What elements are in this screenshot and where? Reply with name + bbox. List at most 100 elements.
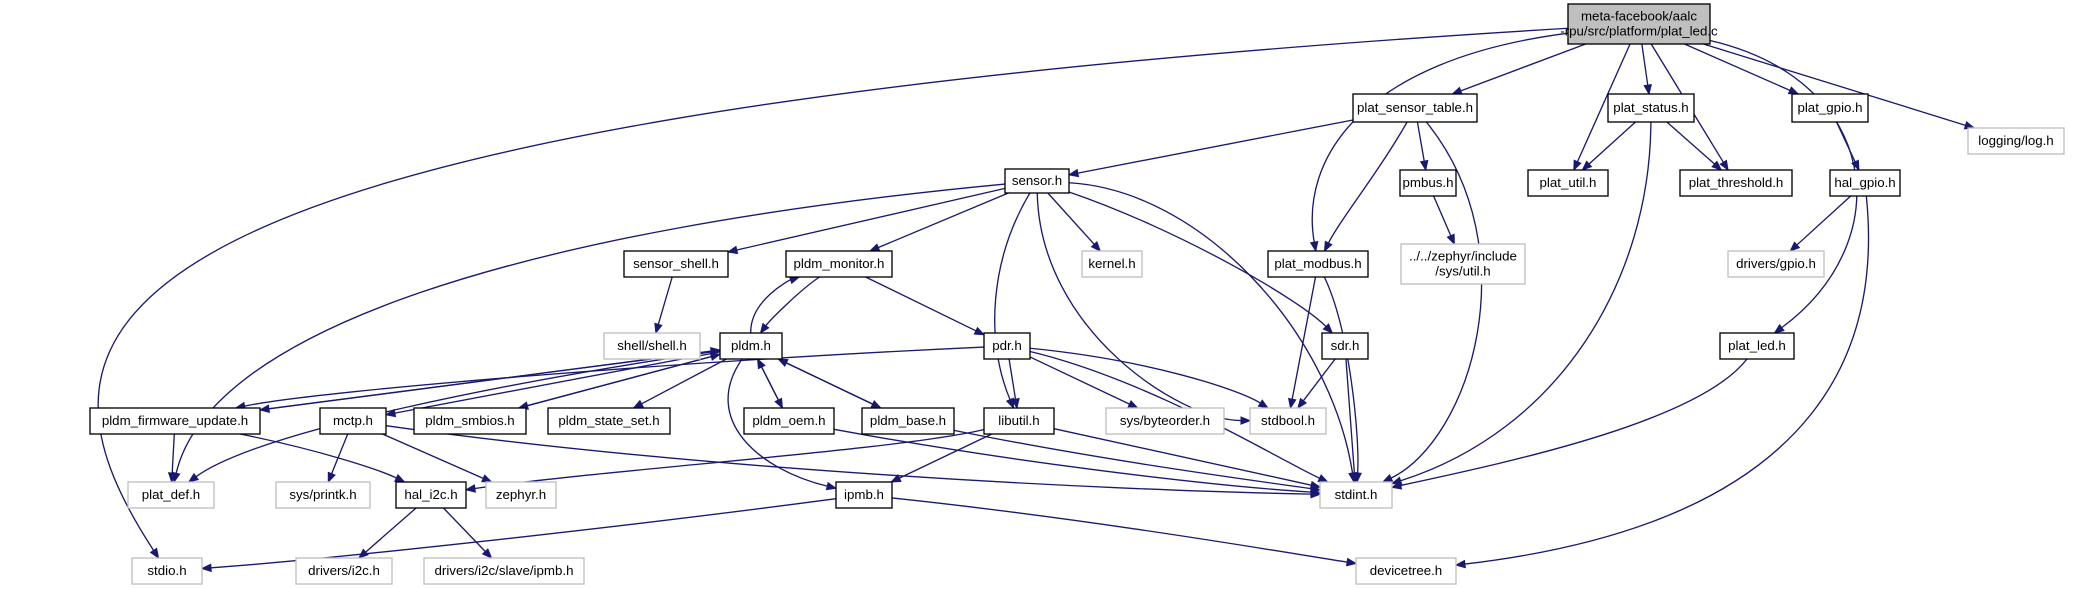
node-plat-threshold[interactable]: plat_threshold.h [1679, 169, 1793, 197]
arrowhead-mctp-to-stdint [1310, 489, 1322, 499]
edge-sensor_shell-to-shell_shell [657, 276, 673, 325]
edge-mctp-to-sys_printk [331, 433, 349, 474]
arrowhead-pdr-to-stdbool [1257, 399, 1270, 409]
node-root[interactable]: meta-facebook/aalc-rpu/src/platform/plat… [1560, 3, 1718, 45]
node-pldm-smbios[interactable]: pldm_smbios.h [413, 407, 527, 435]
arrowhead-root-to-stdio [149, 547, 160, 560]
edge-plat_sensor_table-to-pmbus [1416, 121, 1425, 162]
node-hal-gpio[interactable]: hal_gpio.h [1829, 169, 1901, 197]
node-plat-gpio[interactable]: plat_gpio.h [1791, 93, 1869, 123]
edge-pldm-to-pldm_monitor [750, 279, 791, 334]
arrowhead-root-to-plat_sensor_table [1451, 86, 1463, 95]
node-pldm-firmware-update[interactable]: pldm_firmware_update.h [89, 407, 261, 435]
node-sensor-shell[interactable]: sensor_shell.h [623, 250, 729, 278]
node-pldm-monitor[interactable]: pldm_monitor.h [785, 250, 893, 278]
node-box [423, 557, 585, 585]
arrowhead-root-to-plat_gpio [1787, 86, 1800, 95]
arrowhead-plat_modbus-to-stdint [1353, 472, 1362, 484]
node-box [743, 407, 835, 435]
edge-pdr-to-pldm_firmware_update [244, 346, 985, 407]
arrowhead-root-to-plat_led [1773, 323, 1785, 334]
node-sensor[interactable]: sensor.h [1004, 168, 1070, 194]
edge-pldm_oem-to-stdint [833, 428, 1312, 493]
arrowhead-plat_sensor_table-to-pmbus [1419, 159, 1429, 172]
node-label: hal_gpio.h [1834, 175, 1895, 190]
node-label: plat_util.h [1540, 175, 1597, 190]
node-pldm[interactable]: pldm.h [719, 332, 783, 360]
node-label: shell/shell.h [617, 338, 686, 353]
node-pldm-oem[interactable]: pldm_oem.h [743, 407, 835, 435]
node-label: /sys/util.h [1435, 264, 1490, 279]
node-box [89, 407, 261, 435]
node-box [785, 250, 893, 278]
edge-libutil-to-hal_i2c [474, 428, 985, 490]
node-stdint: stdint.h [1319, 481, 1393, 509]
edge-libutil-to-stdint [1053, 428, 1312, 486]
arrowhead-pdr-to-sys_byteorder [1127, 400, 1139, 409]
node-label: ../../zephyr/include [1409, 249, 1517, 264]
arrowhead-pldm_base-to-pldm [776, 358, 789, 368]
arrowhead-plat_sensor_table-to-stdint [1381, 473, 1394, 483]
edge-root-to-plat_util [1576, 43, 1631, 163]
node-plat-led[interactable]: plat_led.h [1719, 332, 1795, 360]
edge-plat_modbus-to-stdbool [1291, 276, 1317, 400]
node-label: ipmb.h [844, 487, 884, 502]
arrowhead-hal_gpio-to-drivers_gpio [1789, 241, 1801, 252]
node-box [131, 557, 203, 585]
edge-sensor-to-sensor_shell [736, 187, 1006, 251]
node-mctp[interactable]: mctp.h [319, 407, 387, 435]
node-zephyr-sys-util: ../../zephyr/include/sys/util.h [1400, 243, 1526, 285]
edge-pldm_monitor-to-pdr [865, 276, 977, 332]
edge-ipmb-to-stdio [210, 498, 837, 569]
node-label: sensor.h [1012, 173, 1062, 188]
edge-pdr-to-sys_byteorder [1029, 356, 1130, 405]
edge-plat_sensor_table-to-stdint [1390, 121, 1483, 479]
node-plat-modbus[interactable]: plat_modbus.h [1267, 250, 1369, 278]
node-label: pldm_smbios.h [425, 413, 514, 428]
arrowhead-sensor_shell-to-shell_shell [654, 322, 663, 335]
edge-hal_i2c-to-drivers_i2c [365, 507, 417, 553]
node-label: pldm_firmware_update.h [102, 413, 248, 428]
arrowhead-root-to-plat_status [1643, 83, 1652, 96]
edge-plat_sensor_table-to-plat_modbus [1327, 121, 1408, 244]
arrowhead-hal_gpio-to-devicetree [1454, 559, 1466, 569]
edge-plat_status-to-plat_util [1588, 121, 1636, 165]
arrowhead-hal_i2c-to-drivers_i2c_slave_ipmb [481, 548, 493, 559]
edge-hal_gpio-to-devicetree [1464, 195, 1870, 565]
edge-pmbus-to-zephyr_sys_util [1433, 195, 1452, 237]
node-label: mctp.h [333, 413, 373, 428]
edge-pldm-to-mctp [394, 351, 721, 414]
edge-sensor-to-kernel [1047, 192, 1095, 245]
node-pdr[interactable]: pdr.h [983, 332, 1031, 360]
node-box [1249, 407, 1327, 435]
node-plat-status[interactable]: plat_status.h [1607, 93, 1695, 123]
node-pmbus[interactable]: pmbus.h [1399, 169, 1457, 197]
node-pldm-base[interactable]: pldm_base.h [861, 407, 955, 435]
node-box [319, 407, 387, 435]
arrowhead-pdr-to-stdint [1317, 474, 1329, 483]
edge-hal_i2c-to-drivers_i2c_slave_ipmb [443, 507, 486, 552]
node-ipmb[interactable]: ipmb.h [835, 481, 893, 509]
edge-pdr-to-stdbool [1029, 347, 1261, 404]
node-sdr[interactable]: sdr.h [1321, 332, 1369, 360]
edge-sdr-to-stdint [1345, 358, 1356, 474]
arrowhead-libutil-to-ipmb [890, 473, 902, 483]
node-zephyr: zephyr.h [485, 481, 557, 509]
node-box [1719, 332, 1795, 360]
node-label: libutil.h [998, 413, 1039, 428]
node-libutil[interactable]: libutil.h [983, 407, 1055, 435]
node-label: -rpu/src/platform/plat_led.c [1560, 24, 1718, 39]
node-plat-sensor-table[interactable]: plat_sensor_table.h [1352, 93, 1478, 123]
node-hal-i2c[interactable]: hal_i2c.h [395, 481, 467, 509]
edge-hal_gpio-to-drivers_gpio [1796, 195, 1852, 246]
edge-plat_status-to-plat_threshold [1666, 121, 1715, 165]
arrowhead-mctp-to-sys_printk [327, 471, 336, 484]
edge-pldm-to-pldm_state_set [641, 358, 727, 405]
node-box [1352, 93, 1478, 123]
node-label: plat_def.h [142, 487, 200, 502]
node-box [1607, 93, 1695, 123]
node-label: drivers/i2c.h [308, 563, 380, 578]
node-plat-util[interactable]: plat_util.h [1527, 169, 1609, 197]
node-label: plat_threshold.h [1689, 175, 1784, 190]
node-pldm-state-set[interactable]: pldm_state_set.h [547, 407, 671, 435]
